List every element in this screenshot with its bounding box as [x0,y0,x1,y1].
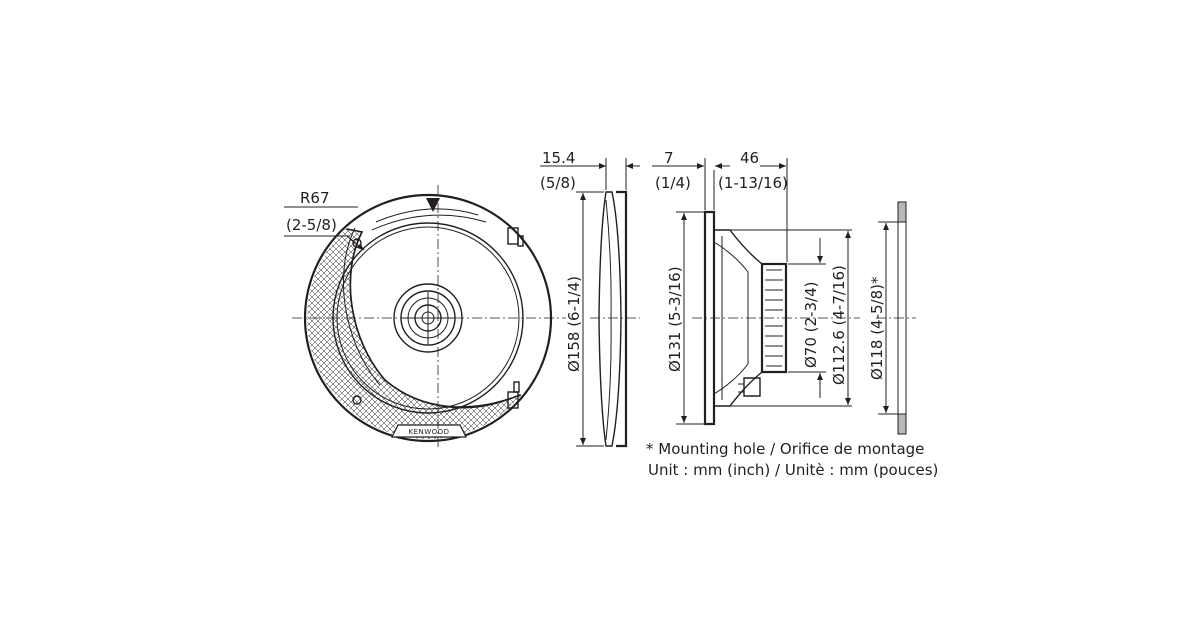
basket-diameter-label: Ø112.6 (4-7/16) [830,265,848,385]
grille-profile-view: 15.4 (5/8) Ø158 (6-1/4) [540,149,640,448]
alignment-triangle [426,198,440,212]
radius-label: R67 [300,189,330,207]
flange-depth-inch-label: (1/4) [655,174,691,192]
flange-depth-label: 7 [664,149,674,167]
terminal [743,377,761,397]
frame-diameter-label: Ø131 (5-3/16) [666,266,684,372]
grille-depth-label: 15.4 [542,149,575,167]
grille-depth-inch-label: (5/8) [540,174,576,192]
front-view: KENWOOD R67 (2-5/8) [284,185,566,450]
mounting-depth-inch-label: (1-13/16) [718,174,788,192]
units-note: Unit : mm (inch) / Unitè : mm (pouces) [648,461,938,479]
panel-section-bottom [897,413,907,435]
speaker-side-view: 7 (1/4) 46 (1-13/16) Ø131 (5-3/16) Ø70 (… [652,149,860,426]
flange [703,210,716,426]
panel-section-top [897,201,907,223]
mounting-hole-diameter-label: Ø118 (4-5/8)* [868,276,886,380]
magnet-diameter-label: Ø70 (2-3/4) [802,282,820,368]
grille-profile-shape [598,191,622,447]
mounting-hole-note: * Mounting hole / Orifice de montage [646,440,924,458]
radius-inch-label: (2-5/8) [286,216,337,234]
mounting-hole-view: Ø118 (4-5/8)* [868,201,916,435]
grille-diameter-label: Ø158 (6-1/4) [565,276,583,372]
brand-logo-text: KENWOOD [408,428,449,436]
mounting-depth-label: 46 [740,149,759,167]
